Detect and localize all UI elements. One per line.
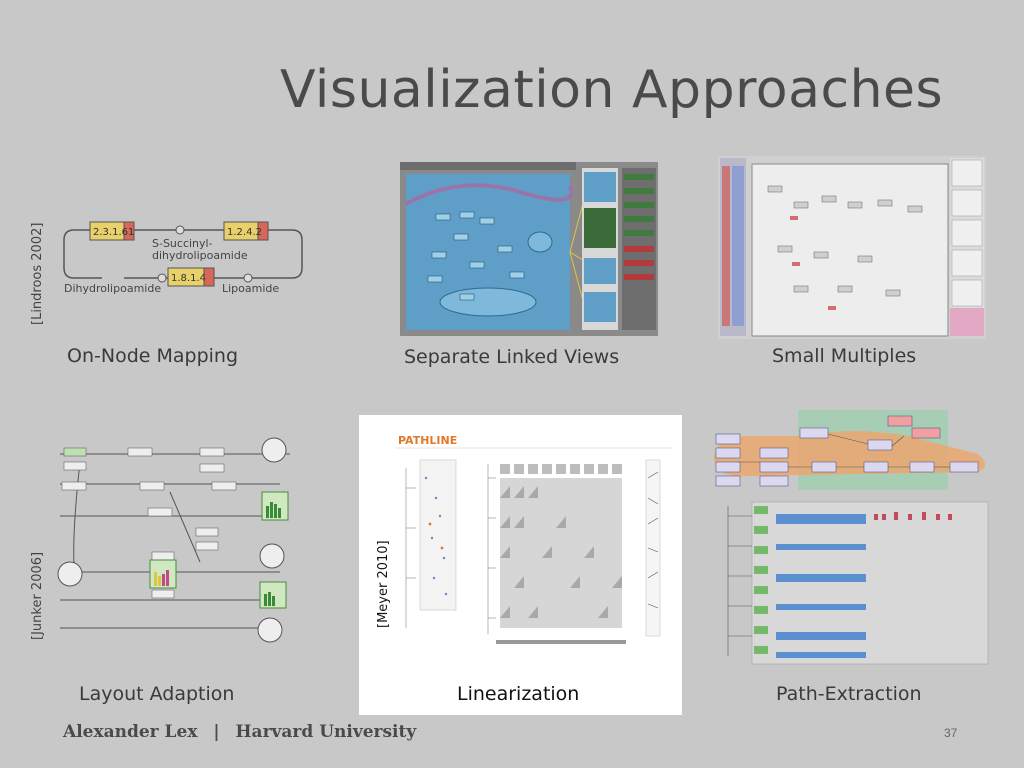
metabolite-dihydrolipoamide: Dihydrolipoamide xyxy=(64,282,161,295)
metabolite-lipoamide: Lipoamide xyxy=(222,282,279,295)
slide-title: Visualization Approaches xyxy=(280,60,944,120)
caption-path-extraction: Path-Extraction xyxy=(776,683,922,705)
separate-linked-views-image xyxy=(400,162,658,336)
layout-adaption-image xyxy=(57,437,290,643)
footer-author: Alexander Lex xyxy=(63,722,198,742)
caption-layout-adaption: Layout Adaption xyxy=(79,683,235,705)
page-number: 37 xyxy=(944,726,958,740)
small-multiples-image xyxy=(718,156,986,339)
linearization-image: PATHLINE xyxy=(396,434,672,644)
enzyme-1-2-4-2: 1.2.4.2 xyxy=(227,227,262,238)
footer-affiliation: Harvard University xyxy=(235,722,417,742)
footer-separator: | xyxy=(213,722,220,742)
citation-junker: [Junker 2006] xyxy=(30,551,45,640)
citation-lindroos: [Lindroos 2002] xyxy=(30,222,45,325)
caption-on-node-mapping: On-Node Mapping xyxy=(67,345,239,367)
metabolite-dihydrolipoamide-2: dihydrolipoamide xyxy=(152,249,248,262)
metabolite-s-succinyl: S-Succinyl- xyxy=(152,237,213,250)
enzyme-2-3-1-61: 2.3.1.61 xyxy=(93,227,134,238)
caption-linearization: Linearization xyxy=(457,683,580,705)
caption-small-multiples: Small Multiples xyxy=(772,345,917,367)
on-node-mapping-image: 2.3.1.61 1.2.4.2 1.8.1.4 S-Succinyl- dih… xyxy=(63,221,303,295)
pathline-title: PATHLINE xyxy=(398,434,457,447)
path-extraction-image xyxy=(714,410,989,665)
enzyme-1-8-1-4: 1.8.1.4 xyxy=(171,273,206,284)
citation-meyer: [Meyer 2010] xyxy=(376,540,391,628)
caption-separate-linked-views: Separate Linked Views xyxy=(404,346,620,368)
footer: Alexander Lex | Harvard University xyxy=(63,722,416,742)
